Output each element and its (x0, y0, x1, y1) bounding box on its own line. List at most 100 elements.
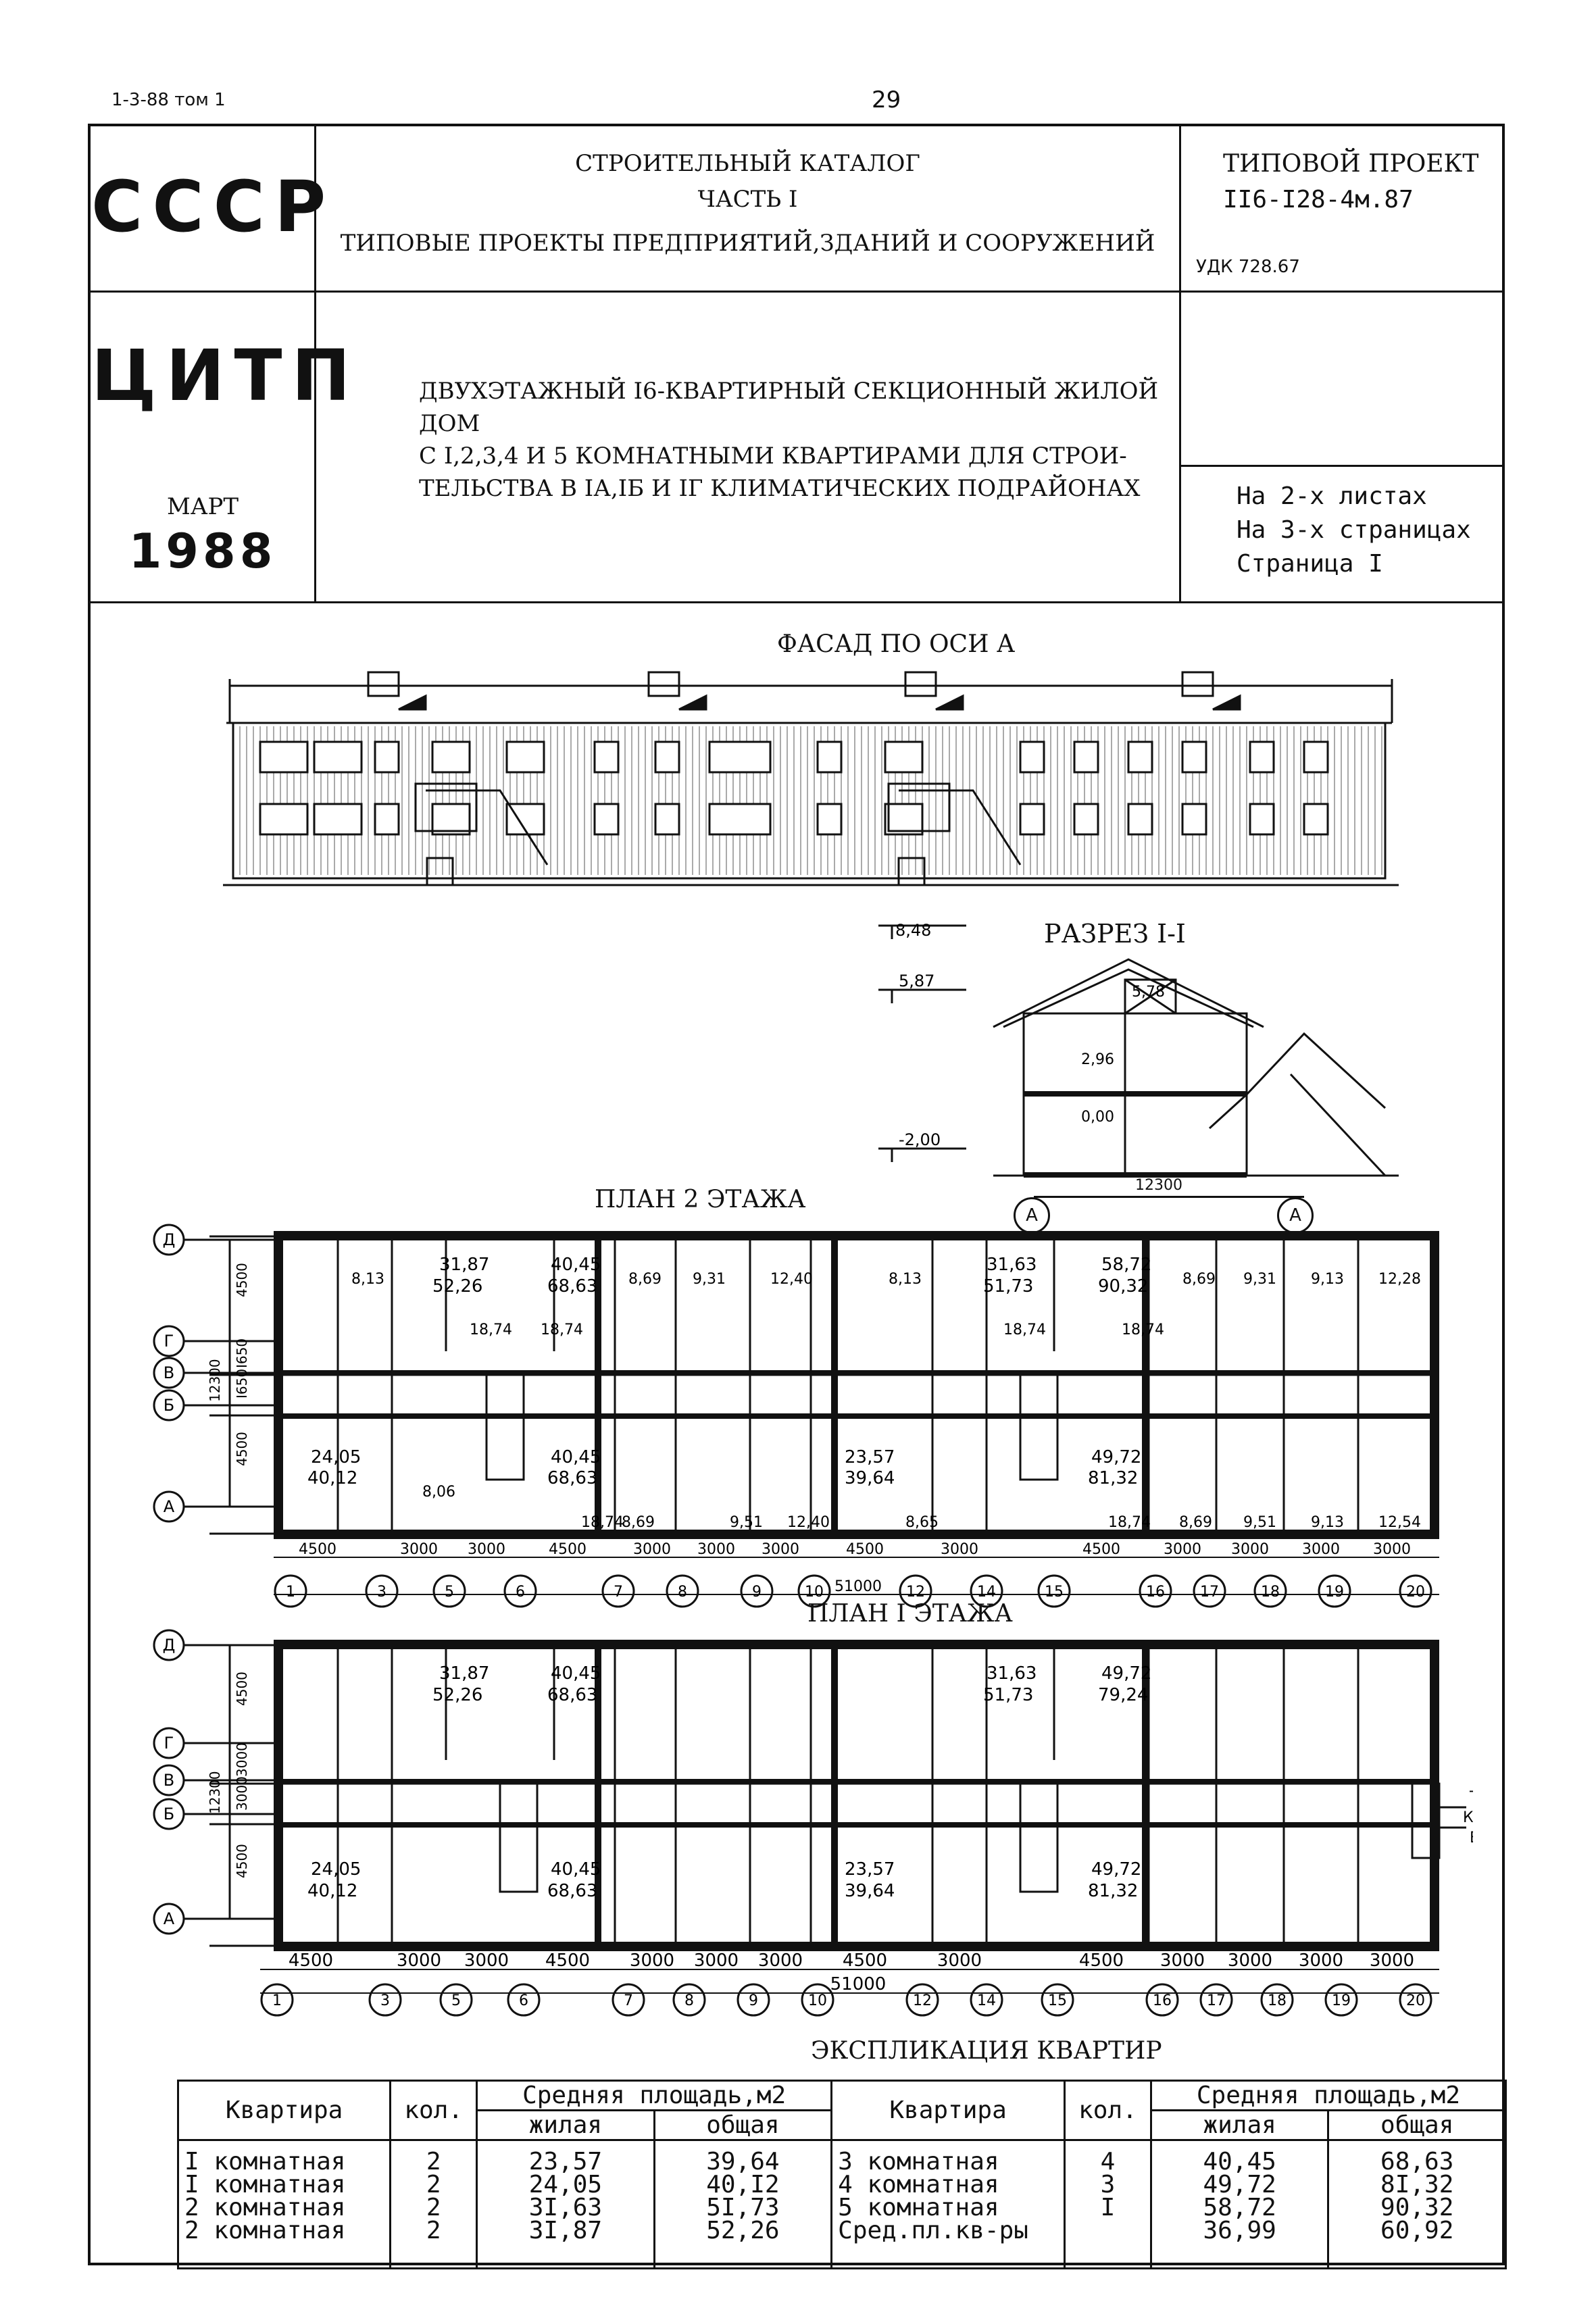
header-count: кол. (389, 2080, 478, 2141)
living-area: 40,45 (1203, 2148, 1276, 2175)
apartment-count: 2 (426, 2217, 441, 2244)
living-area: 23,57 (528, 2148, 603, 2175)
room-area: 8,13 (889, 1271, 922, 1288)
apartment-living-area: 31,63 (987, 1255, 1037, 1275)
row-axis-label: Г (164, 1332, 174, 1351)
vertical-dimension: I650 (234, 1369, 250, 1399)
column-axis-label: 9 (752, 1584, 762, 1601)
apartment-living-area: 49,72 (1101, 1663, 1151, 1684)
room-area: 8,69 (1179, 1514, 1212, 1531)
vertical-dimension: I650 (234, 1338, 250, 1368)
header-bottom (88, 601, 1505, 603)
bay-dimension: 3000 (1299, 1951, 1343, 1971)
project-description: ДВУХЭТАЖНЫЙ I6-КВАРТИРНЫЙ СЕКЦИОННЫЙ ЖИЛ… (419, 375, 1162, 505)
bay-dimension: 3000 (758, 1951, 803, 1971)
room-area: 18,74 (541, 1322, 583, 1338)
apartment-total-area: 52,26 (432, 1685, 482, 1705)
section-title: РАЗРЕЗ I-I (1044, 919, 1186, 949)
facade-title: ФАСАД ПО ОСИ А (777, 630, 1016, 658)
total-length: 51000 (834, 1578, 882, 1595)
living-area: 3I,63 (528, 2194, 603, 2221)
room-area: 12,54 (1378, 1514, 1421, 1531)
total-area: 90,32 (1380, 2194, 1454, 2221)
room-area: 9,51 (1243, 1514, 1276, 1531)
apartment-living-area: 49,72 (1091, 1859, 1141, 1880)
column-axis-label: 8 (684, 1992, 694, 2009)
description-line: ДВУХЭТАЖНЫЙ I6-КВАРТИРНЫЙ СЕКЦИОННЫЙ ЖИЛ… (419, 378, 1159, 437)
column-axis-label: 17 (1200, 1584, 1219, 1601)
column-axis-label: 10 (808, 1992, 827, 2009)
bay-dimension: 4500 (545, 1951, 590, 1971)
header-apartment: Квартира (176, 2080, 392, 2141)
column-axis-label: 14 (977, 1992, 996, 2009)
room-area: 18,74 (470, 1322, 512, 1338)
vertical-dimension: 3000 (234, 1742, 250, 1777)
column-axis-label: 8 (678, 1584, 687, 1601)
section-mark: 5,78 (1132, 984, 1165, 1001)
column-axis-label: 12 (913, 1992, 932, 2009)
bay-dimension: 3000 (697, 1541, 735, 1558)
bay-dimension: 3000 (464, 1951, 509, 1971)
header-living: жилая (1149, 2109, 1330, 2141)
row-axis-label: Б (164, 1396, 174, 1415)
bay-dimension: 3000 (937, 1951, 982, 1971)
apartment-count: 2 (426, 2148, 441, 2175)
bay-dimension: 3000 (633, 1541, 671, 1558)
column-axis-label: 20 (1406, 1584, 1425, 1601)
vertical-dimension: 12300 (207, 1359, 223, 1402)
column-axis-label: 16 (1153, 1992, 1172, 2009)
column-axis-label: 6 (516, 1584, 525, 1601)
sheets-info: На 2-х листах На 3-х страницах Страница … (1237, 480, 1471, 581)
apartment-living-area: 24,05 (311, 1447, 361, 1467)
total-length: 51000 (830, 1974, 887, 1994)
bay-dimension: 3000 (468, 1541, 505, 1558)
column-axis-label: 16 (1146, 1584, 1165, 1601)
series-reference: 1-3-88 том 1 (111, 90, 226, 110)
row-axis-label: В (164, 1771, 174, 1790)
sheets-line: На 3-х страницах (1237, 516, 1471, 544)
total-area: 8I,32 (1380, 2171, 1454, 2198)
room-area: 18,74 (581, 1514, 624, 1531)
section-dim-line (1034, 1196, 1304, 1198)
room-area: 8,13 (351, 1271, 384, 1288)
catalog-part: ЧАСТЬ I (697, 186, 798, 213)
header-total: общая (653, 2109, 833, 2141)
apartment-living-area: 40,45 (551, 1859, 601, 1880)
project-code: II6-I28-4м.87 (1223, 186, 1414, 213)
total-area: 40,I2 (706, 2171, 780, 2198)
description-line: ТЕЛЬСТВА В IА,IБ И IГ КЛИМАТИЧЕСКИХ ПОДР… (419, 475, 1141, 502)
vertical-dimension: 4500 (234, 1671, 250, 1706)
header-divider-right (1179, 124, 1181, 603)
issue-year: 1988 (128, 524, 277, 579)
description-line: С I,2,3,4 И 5 КОМНАТНЫМИ КВАРТИРАМИ ДЛЯ … (419, 443, 1127, 470)
bay-dimension: 3000 (397, 1951, 441, 1971)
apartment-type: 5 комнатная (838, 2194, 999, 2221)
bay-dimension: 4500 (549, 1541, 587, 1558)
page-number: 29 (872, 86, 901, 114)
org-country: СССР (91, 166, 336, 248)
row-axis-label: А (164, 1909, 175, 1928)
header-count: кол. (1063, 2080, 1152, 2141)
apartment-type: I комнатная (184, 2148, 346, 2175)
room-area: 8,69 (622, 1514, 655, 1531)
bay-dimension: 4500 (846, 1541, 884, 1558)
column-axis-label: 18 (1268, 1992, 1287, 2009)
bay-dimension: 3000 (1164, 1541, 1201, 1558)
bay-dimension: 4500 (299, 1541, 336, 1558)
apartment-total-area: 52,26 (432, 1276, 482, 1297)
apartment-count: I (1100, 2194, 1116, 2221)
org-name: ЦИТП (91, 334, 360, 417)
header-apartment: Квартира (830, 2080, 1066, 2141)
vertical-dimension: 4500 (234, 1432, 250, 1466)
apartment-type: 2 комнатная (184, 2194, 346, 2221)
row-axis-label: Б (164, 1805, 174, 1823)
bay-dimension: 3000 (630, 1951, 674, 1971)
apartment-total-area: 79,24 (1098, 1685, 1148, 1705)
bay-dimension: 3000 (941, 1541, 978, 1558)
room-area: 9,31 (693, 1271, 726, 1288)
room-area: 12,40 (770, 1271, 813, 1288)
total-area: 39,64 (706, 2148, 780, 2175)
room-area: 18,74 (1122, 1322, 1164, 1338)
apartment-total-area: 40,12 (307, 1881, 357, 1901)
apartment-living-area: 23,57 (845, 1859, 895, 1880)
